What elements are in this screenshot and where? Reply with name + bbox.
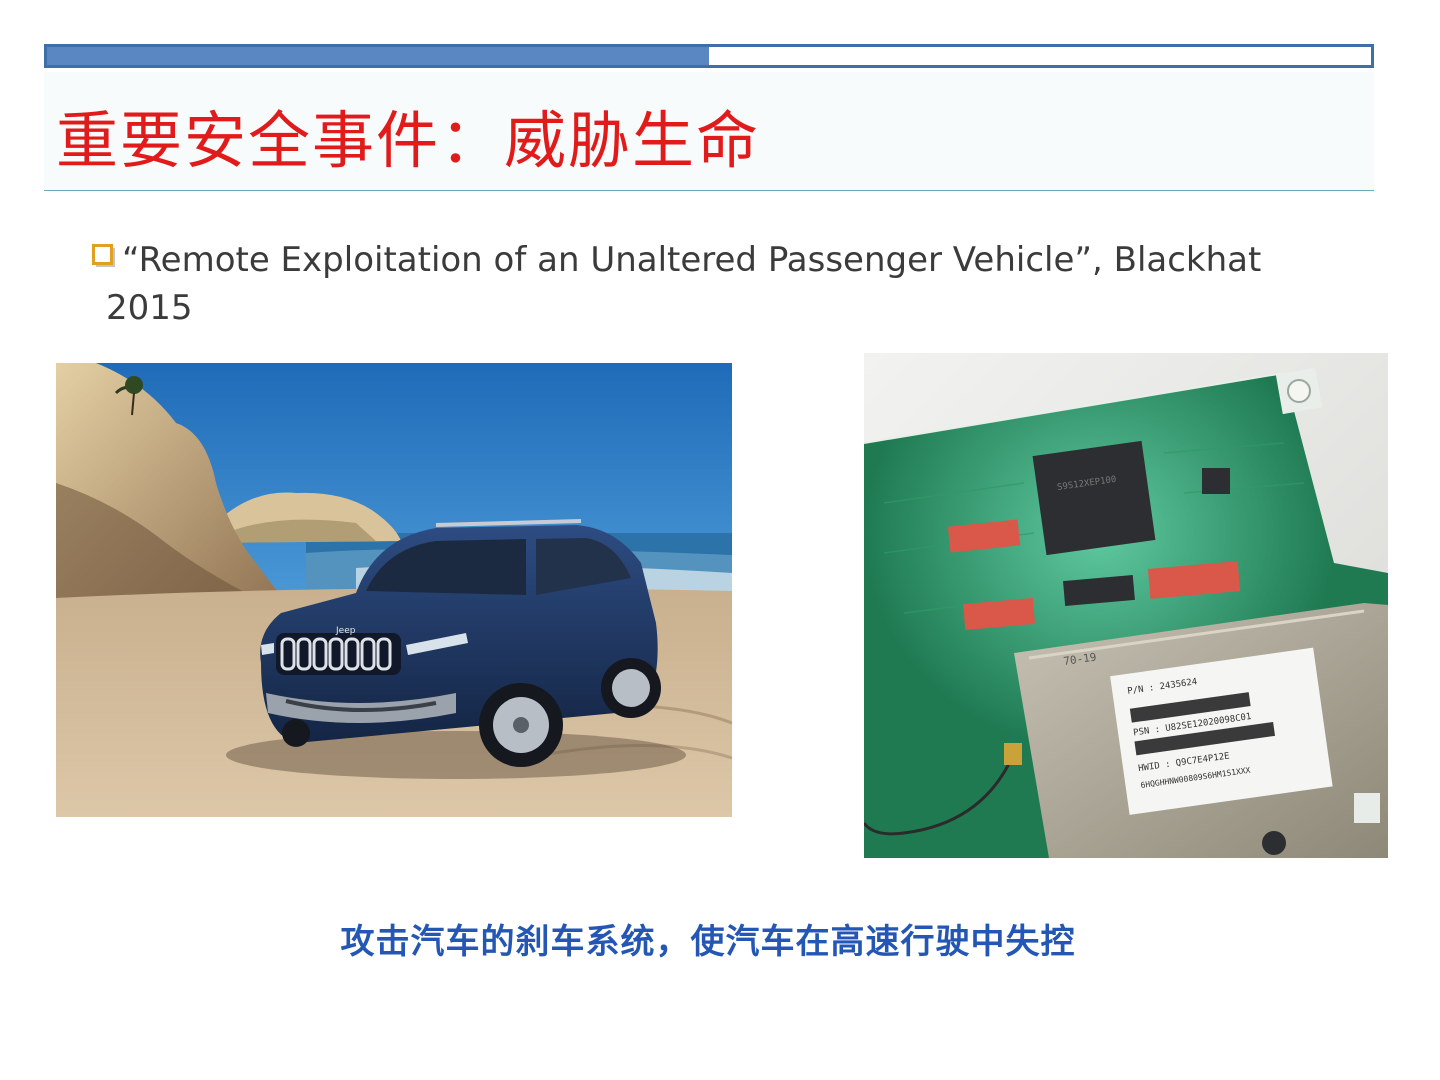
slide-caption: 攻击汽车的刹车系统，使汽车在高速行驶中失控: [340, 922, 1076, 962]
bullet-text: “Remote Exploitation of an Unaltered Pas…: [92, 236, 1362, 332]
car-illustration: Jeep: [56, 363, 732, 817]
progress-bar: [44, 44, 1374, 68]
progress-bar-fill: [47, 47, 709, 65]
bullet-text-line1: “Remote Exploitation of an Unaltered Pas…: [122, 240, 1262, 280]
circuit-board-illustration: S9S12XEP100 70-19 P/N : 2435624 PSN : U8…: [864, 353, 1388, 858]
title-divider: [44, 190, 1374, 191]
bullet-item: “Remote Exploitation of an Unaltered Pas…: [92, 236, 1362, 332]
car-badge: Jeep: [335, 626, 356, 636]
title-band: [44, 72, 1374, 190]
slide-title: 重要安全事件：威胁生命: [56, 104, 761, 177]
jeep-cherokee-photo: Jeep: [56, 363, 732, 817]
telematics-board-photo: S9S12XEP100 70-19 P/N : 2435624 PSN : U8…: [864, 353, 1388, 858]
bullet-text-line2: 2015: [106, 288, 193, 328]
shield-marking: 70-19: [1063, 650, 1098, 667]
square-bullet-icon: [92, 244, 115, 267]
